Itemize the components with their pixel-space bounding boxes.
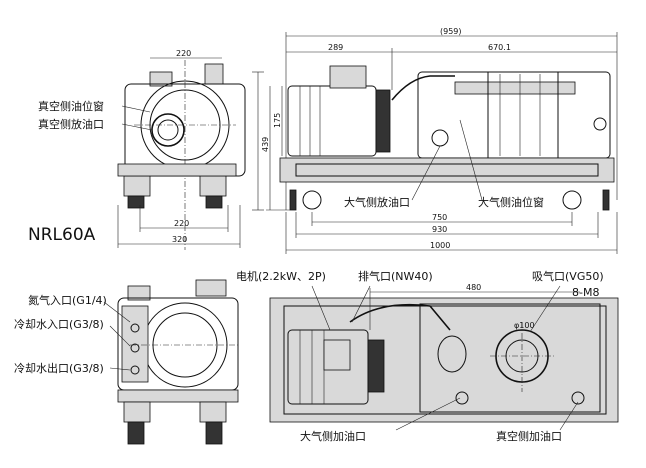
rear-top-fitting	[127, 285, 151, 301]
label-motor: 电机(2.2kW、2P)	[236, 269, 326, 283]
front-top-fitting	[204, 63, 224, 85]
model-name: NRL60A	[28, 225, 96, 245]
side-dim-750: 750	[432, 213, 447, 222]
oil-window-circle	[151, 113, 185, 147]
label-coolant-outlet: 冷却水出口(G3/8)	[14, 361, 104, 375]
front-dim-320: 320	[172, 235, 187, 244]
rear-foot-left	[123, 401, 151, 423]
side-terminal-box	[329, 65, 367, 89]
label-oil-sight-window-atm: 大气侧油位窗	[478, 195, 544, 209]
front-view	[117, 57, 264, 250]
label-oil-drain-vacuum: 真空侧放油口	[38, 117, 104, 131]
label-oil-sight-window-vacuum: 真空侧油位窗	[38, 99, 104, 113]
front-foot-right	[199, 175, 227, 197]
side-coupling	[375, 89, 391, 153]
label-bolts: 8-M8	[572, 286, 599, 299]
top-view	[269, 285, 619, 431]
side-caster	[302, 190, 322, 210]
front-dim-220-top: 220	[176, 49, 191, 58]
front-foot-pad	[127, 195, 145, 209]
top-dim-phi100: φ100	[514, 321, 535, 330]
top-oil-fill-vacuum	[571, 391, 585, 405]
side-caster	[562, 190, 582, 210]
label-intake: 吸气口(VG50)	[532, 269, 604, 283]
top-base-inner	[283, 305, 607, 415]
label-oil-fill-vacuum: 真空侧加油口	[496, 429, 562, 443]
side-base-frame	[279, 157, 615, 183]
rear-port-coolant-in	[130, 343, 140, 353]
front-foot-pad	[205, 195, 223, 209]
top-oil-fill-atm	[455, 391, 469, 405]
side-motor	[287, 85, 377, 157]
side-dim-930: 930	[432, 225, 447, 234]
rear-foot-pad	[205, 421, 223, 445]
rear-view	[103, 279, 240, 445]
side-foot-bolt	[289, 189, 297, 211]
rear-top-fitting	[195, 279, 227, 297]
side-base-inner	[295, 163, 599, 177]
side-dim-right: 670.1	[488, 43, 511, 52]
top-coupling	[367, 339, 385, 393]
front-base-plate	[117, 163, 237, 177]
top-pump-body	[419, 303, 601, 413]
rear-port-coolant-out	[130, 365, 140, 375]
side-dim-height-axis: 175	[273, 113, 282, 128]
side-pipe	[391, 75, 455, 101]
side-dim-1000: 1000	[430, 241, 450, 250]
rear-port-nitrogen	[130, 323, 140, 333]
top-exhaust-flange	[437, 335, 467, 373]
front-dim-220: 220	[174, 219, 189, 228]
side-foot-bolt	[602, 189, 610, 211]
front-foot-left	[123, 175, 151, 197]
side-top-flange	[454, 81, 576, 95]
rear-base-plate	[117, 389, 239, 403]
side-oil-window	[593, 117, 607, 131]
label-exhaust: 排气口(NW40)	[358, 269, 433, 283]
top-terminal-box	[323, 339, 351, 371]
rear-foot-pad	[127, 421, 145, 445]
label-coolant-inlet: 冷却水入口(G3/8)	[14, 318, 104, 331]
top-base-frame	[269, 297, 619, 423]
oil-window-inner	[157, 119, 179, 141]
side-dim-height-total: 439	[261, 137, 270, 152]
side-dim-left: 289	[328, 43, 343, 52]
label-oil-drain-atm: 大气侧放油口	[344, 195, 410, 209]
top-exhaust-pipe	[349, 303, 451, 331]
label-oil-fill-atm: 大气侧加油口	[300, 429, 366, 443]
label-nitrogen-inlet: 氮气入口(G1/4)	[28, 293, 107, 307]
rear-foot-right	[199, 401, 227, 423]
side-oil-drain	[431, 129, 449, 147]
side-view	[266, 32, 618, 254]
side-dim-overall: (959)	[440, 27, 462, 36]
front-top-fitting	[149, 71, 173, 87]
top-dim-480: 480	[466, 283, 481, 292]
